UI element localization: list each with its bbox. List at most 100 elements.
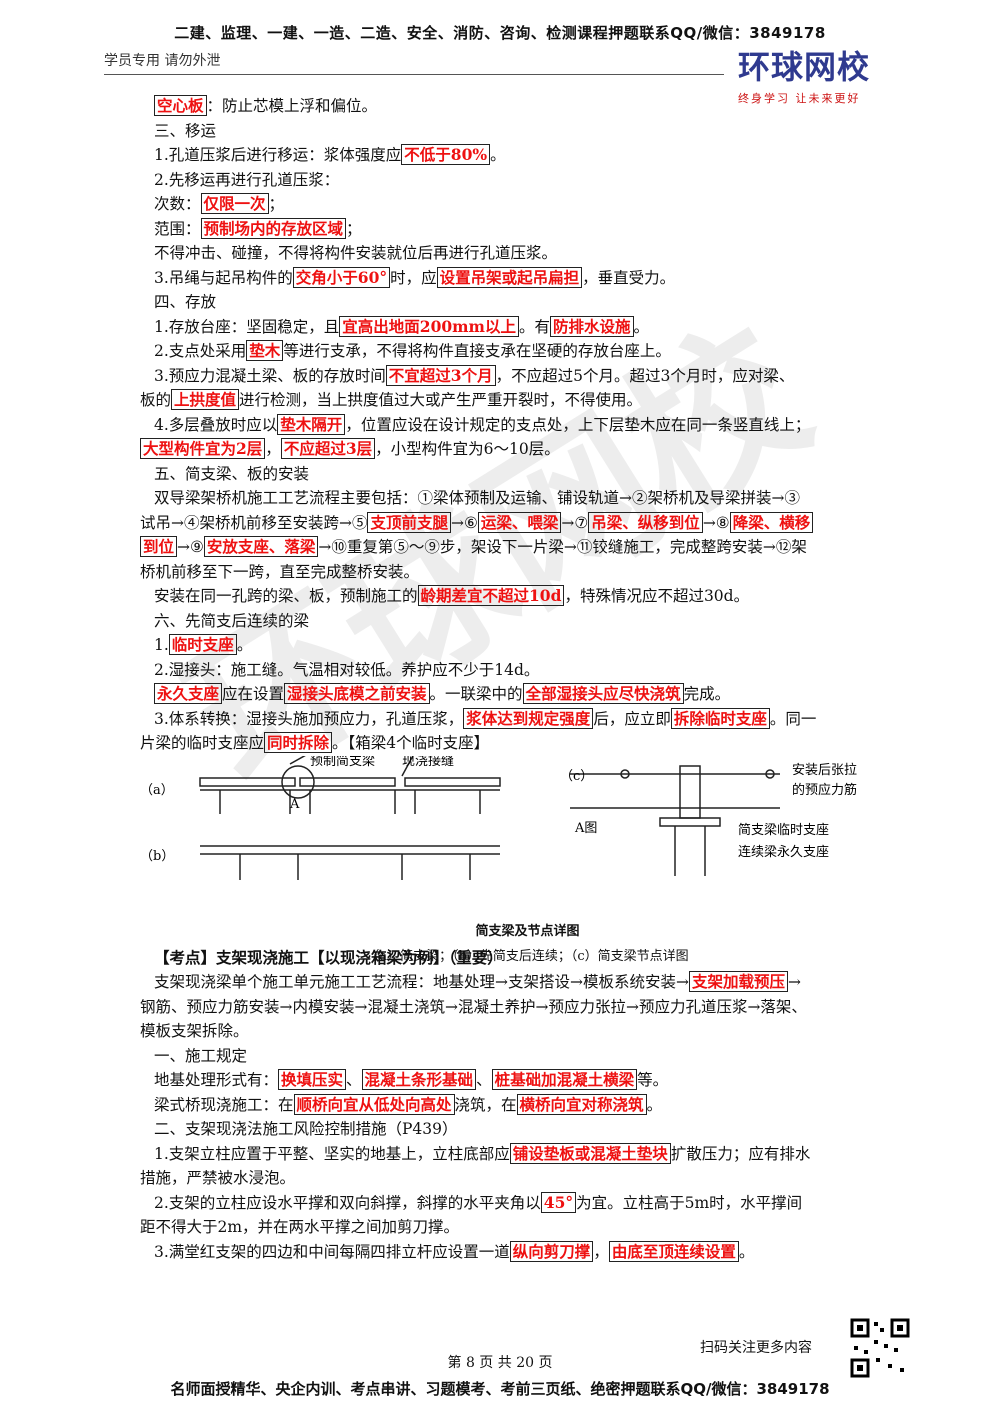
header-left-note: 学员专用 请勿外泄 xyxy=(104,53,221,69)
text-line: 地基处理形式有：换填压实、混凝土条形基础、桩基础加混凝土横梁等。 xyxy=(140,1068,915,1093)
highlight-term: 安放支座、落梁 xyxy=(203,536,319,557)
highlight-term: 空心板 xyxy=(154,95,207,116)
text-run: ，特殊情况应不超过30d。 xyxy=(564,587,750,605)
text-run: →⑩重复第⑤～⑨步，架设下一片梁→⑪铰缝施工，完成整跨安装→⑫架 xyxy=(318,538,807,556)
text-run: ，垂直受力。 xyxy=(582,268,676,287)
highlight-term: 运梁、喂梁 xyxy=(477,511,562,533)
highlight-term: 换填压实 xyxy=(278,1069,347,1090)
highlight-term: 顺桥向宜从低处向高处 xyxy=(293,1093,455,1115)
text-run: 四、存放 xyxy=(154,293,217,311)
fig-joint-label: 现浇接缝 xyxy=(402,756,454,769)
text-run: 。 xyxy=(646,1095,663,1114)
highlight-term: 同时拆除 xyxy=(264,732,333,753)
text-run: 等。 xyxy=(637,1071,669,1089)
text-run: 为宜。立柱高于5m时，水平撑间 xyxy=(576,1193,803,1212)
text-line: 梁式桥现浇施工：在顺桥向宜从低处向高处浇筑，在横桥向宜对称浇筑。 xyxy=(140,1093,915,1118)
text-line: 片梁的临时支座应同时拆除。【箱梁4个临时支座】 xyxy=(140,731,915,756)
text-run: 、 xyxy=(476,1071,492,1089)
text-run: 一、施工规定 xyxy=(154,1046,248,1065)
text-run: 措施，严禁被水浸泡。 xyxy=(140,1169,296,1187)
text-run: 2.支点处采用 xyxy=(154,342,247,360)
text-line: 安装在同一孔跨的梁、板，预制施工的龄期差宜不超过10d，特殊情况应不超过30d。 xyxy=(140,584,915,609)
header-divider xyxy=(104,74,724,75)
highlight-term: 混凝土条形基础 xyxy=(361,1069,477,1090)
text-line: 措施，严禁被水浸泡。 xyxy=(140,1166,915,1191)
text-run: 支架现浇梁单个施工单元施工工艺流程：地基处理→支架搭设→模板系统安装→ xyxy=(154,973,689,991)
text-run: 三、移运 xyxy=(154,121,217,140)
highlight-term: 铺设垫板或混凝土垫块 xyxy=(509,1142,671,1164)
text-run: 模板支架拆除。 xyxy=(140,1022,249,1040)
text-line: 二、支架现浇法施工风险控制措施（P439） xyxy=(140,1117,915,1142)
fig-label-A: A xyxy=(289,797,300,812)
text-line: 三、移运 xyxy=(140,119,915,144)
text-run: →⑦ xyxy=(561,513,589,532)
text-line: 双导梁架桥机施工工艺流程主要包括：①梁体预制及运输、铺设轨道→②架桥机及导梁拼装… xyxy=(140,486,915,511)
text-run: 。 xyxy=(236,636,253,654)
fig-label-Afig: A图 xyxy=(574,821,597,836)
logo-slogan: 终身学习 让未来更好 xyxy=(738,92,861,105)
text-run: 1. xyxy=(154,636,169,654)
footer-banner: 名师面授精华、央企内训、考点串讲、习题模考、考前三页纸、绝密押题联系QQ/微信：… xyxy=(170,1380,830,1398)
text-run: →⑥ xyxy=(451,513,478,532)
text-run: 桥机前移至下一跨，直至完成整桥安装。 xyxy=(140,562,420,581)
text-run: 后，应立即 xyxy=(593,709,671,728)
text-run: 距不得大于2m，并在两水平撑之间加剪刀撑。 xyxy=(140,1218,460,1236)
highlight-term: 仅限一次 xyxy=(200,193,269,214)
text-run: 板的 xyxy=(140,391,172,409)
text-line: 2.先移运再进行孔道压浆： xyxy=(140,168,915,193)
text-run: 。 xyxy=(738,1242,755,1261)
section-block-2: 【考点】支架现浇施工【以现浇箱梁为例】（重要） 支架现浇梁单个施工单元施工工艺流程… xyxy=(140,946,915,1265)
text-line: 范围：预制场内的存放区域； xyxy=(140,217,915,242)
highlight-term: 不低于80% xyxy=(401,144,491,165)
text-line: 大型构件宜为2层，不应超过3层，小型构件宜为6～10层。 xyxy=(140,437,915,462)
text-line: 3.满堂红支架的四边和中间每隔四排立杆应设置一道纵向剪刀撑，由底至顶连续设置。 xyxy=(140,1240,915,1265)
text-line: 【考点】支架现浇施工【以现浇箱梁为例】（重要） xyxy=(140,946,915,971)
text-run: ，小型构件宜为6～10层。 xyxy=(375,440,560,458)
highlight-term: 桩基础加混凝土横梁 xyxy=(491,1069,638,1090)
highlight-term: 交角小于60° xyxy=(292,266,391,288)
text-run: 地基处理形式有： xyxy=(154,1071,279,1089)
page-number: 第 8 页 共 20 页 xyxy=(447,1355,553,1371)
highlight-term: 垫木 xyxy=(246,340,284,361)
text-run: 。同一 xyxy=(769,709,817,728)
text-run: ， xyxy=(593,1242,609,1261)
text-line: 永久支座应在设置湿接头底模之前安装。一联梁中的全部湿接头应尽快浇筑完成。 xyxy=(140,682,915,707)
figure-title: 简支梁及节点详图 xyxy=(475,923,580,939)
logo-name: 环球网校 xyxy=(738,48,871,86)
highlight-term: 横桥向宜对称浇筑 xyxy=(516,1093,647,1115)
highlight-term: 湿接头底模之前安装 xyxy=(284,683,430,704)
text-line: 四、存放 xyxy=(140,290,915,315)
highlight-term: 垫木隔开 xyxy=(277,413,346,435)
highlight-term: 设置吊架或起吊扁担 xyxy=(436,266,583,288)
text-run: → xyxy=(787,973,801,991)
highlight-term: 吊梁、纵移到位 xyxy=(588,511,703,533)
text-run: 扩散压力；应有排水 xyxy=(670,1144,811,1163)
text-run: 完成。 xyxy=(683,685,731,703)
highlight-term: 预制场内的存放区域 xyxy=(200,217,347,239)
text-run: 。 xyxy=(490,146,506,164)
highlight-term: 降梁、横移 xyxy=(729,511,814,533)
text-run: 片梁的临时支座应 xyxy=(140,734,265,752)
text-run: 钢筋、预应力筋安装→内模安装→混凝土浇筑→混凝土养护→预应力张拉→预应力孔道压浆… xyxy=(140,997,807,1016)
text-line: 板的上拱度值进行检测，当上拱度值过大或产生严重开裂时，不得使用。 xyxy=(140,388,915,413)
highlight-term: 防排水设施 xyxy=(549,315,634,337)
highlight-term: 由底至顶连续设置 xyxy=(608,1240,739,1262)
beam-diagram: （a） （b） （c） A A图 预制简支梁 现浇接缝 安装后张拉 的预应力筋 … xyxy=(140,748,857,880)
text-run: ，不应超过5个月。超过3个月时，应对梁、 xyxy=(495,366,795,385)
text-run: 3.满堂红支架的四边和中间每隔四排立杆应设置一道 xyxy=(154,1242,510,1261)
fig-temp-support-label: 简支梁临时支座 xyxy=(738,822,829,838)
text-run: 试吊→④架桥机前移至安装跨→⑤ xyxy=(140,513,368,532)
highlight-term: 上拱度值 xyxy=(171,389,240,410)
text-line: 次数：仅限一次； xyxy=(140,192,915,217)
fig-precast-label: 预制简支梁 xyxy=(310,756,375,769)
text-line: 距不得大于2m，并在两水平撑之间加剪刀撑。 xyxy=(140,1215,915,1240)
highlight-term: 支架加载预压 xyxy=(688,971,788,992)
text-line: 2.支点处采用垫木等进行支承，不得将构件直接支承在坚硬的存放台座上。 xyxy=(140,339,915,364)
highlight-term: 大型构件宜为2层 xyxy=(140,438,266,459)
text-run: ； xyxy=(268,195,285,213)
fig-perm-support-label: 连续梁永久支座 xyxy=(738,844,829,860)
text-run: 3.吊绳与起吊构件的 xyxy=(154,268,293,287)
